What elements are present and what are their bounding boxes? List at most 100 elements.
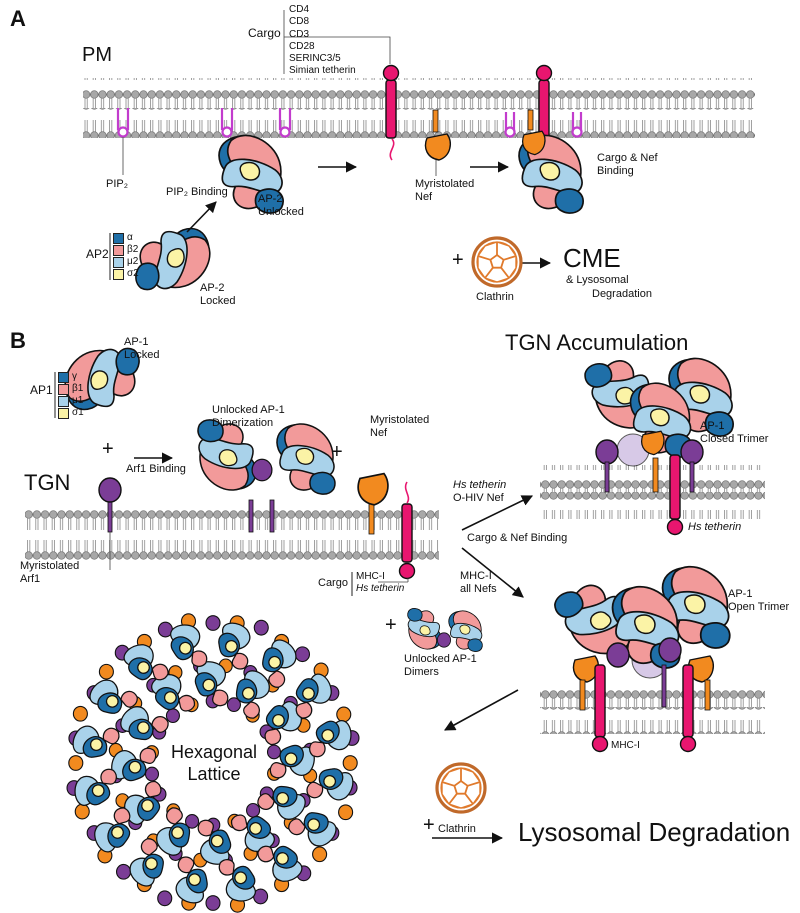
clathrin-b-label: Clathrin bbox=[438, 823, 476, 835]
cargo-nef-binding-a-line2: Binding bbox=[597, 165, 634, 177]
lattice-unit bbox=[257, 845, 303, 882]
lattice-arf1 bbox=[144, 766, 160, 782]
arrow-a1 bbox=[186, 201, 217, 233]
unlocked-dimers-line1: Unlocked AP-1 bbox=[404, 653, 477, 665]
ap2-locked-complex bbox=[135, 227, 211, 291]
tgn-membrane-open bbox=[540, 680, 765, 734]
myr-nef-b-line1: Myristolated bbox=[370, 414, 430, 426]
legend-label: γ bbox=[72, 371, 77, 383]
legend-label: μ1 bbox=[72, 395, 84, 407]
tgn-label: TGN bbox=[24, 470, 71, 495]
lysosomal-a: & Lysosomal bbox=[566, 274, 629, 286]
unlocked-dimerization-line1: Unlocked AP-1 bbox=[212, 404, 285, 416]
plus-b1: + bbox=[102, 438, 114, 460]
myr-arf1-line1: Myristolated bbox=[20, 560, 80, 572]
pip2-label: PIP₂ bbox=[106, 178, 128, 190]
lattice-unit bbox=[262, 639, 297, 688]
ap2-unlocked-line2: Unlocked bbox=[258, 206, 304, 218]
lattice-nef bbox=[72, 705, 88, 722]
lattice-unit bbox=[269, 744, 315, 779]
ap1-locked-line1: AP-1 bbox=[124, 336, 149, 348]
lattice-nef bbox=[338, 804, 354, 821]
lattice-unit bbox=[123, 644, 169, 681]
myr-nef-a-line2: Nef bbox=[415, 191, 433, 203]
alpha-swatch bbox=[113, 232, 124, 244]
nef-a-bound bbox=[522, 109, 546, 156]
plus-b4: + bbox=[423, 814, 435, 836]
unlocked-dimerization-line2: Dimerization bbox=[212, 417, 274, 429]
lattice-nef bbox=[98, 663, 114, 680]
panel-a-label: A bbox=[10, 6, 26, 31]
lattice-unit bbox=[218, 622, 251, 670]
ap1-legend: γ β1 μ1 σ1 bbox=[58, 371, 84, 419]
lattice-unit bbox=[72, 725, 120, 758]
plus-b3: + bbox=[385, 614, 397, 636]
myr-arf1-line2: Arf1 bbox=[20, 573, 41, 585]
pm-label: PM bbox=[82, 44, 112, 66]
pip2-binding-label: PIP₂ Binding bbox=[166, 186, 228, 198]
lattice-arf1 bbox=[205, 895, 221, 911]
cargo-protein-b bbox=[398, 481, 416, 580]
lattice-arf1 bbox=[253, 619, 269, 636]
legend-label: σ1 bbox=[72, 407, 84, 419]
cargo-item: CD4 bbox=[289, 4, 310, 15]
degradation-a: Degradation bbox=[592, 288, 652, 300]
unlocked-dimers-line2: Dimers bbox=[404, 666, 439, 678]
lattice-unit bbox=[197, 819, 232, 865]
pm-membrane bbox=[83, 78, 755, 138]
lattice-nef bbox=[68, 755, 84, 771]
pip2-molecules bbox=[116, 108, 583, 138]
sigma2-swatch bbox=[113, 268, 124, 280]
beta1-swatch bbox=[58, 383, 69, 395]
ap2-legend: α β2 μ2 σ2 bbox=[113, 232, 139, 280]
hexagonal-lattice bbox=[66, 613, 360, 913]
legend-label: α bbox=[127, 232, 133, 244]
lattice-label: Lattice bbox=[187, 764, 241, 784]
ap1-legend-title: AP1 bbox=[30, 383, 53, 397]
cme-label: CME bbox=[563, 243, 621, 273]
hs-tetherin-label: Hs tetherin bbox=[688, 521, 742, 533]
lattice-unit bbox=[175, 856, 208, 904]
open-trimer-complex bbox=[549, 565, 731, 753]
mhc-all-nefs-line1: MHC-I bbox=[460, 570, 492, 582]
closed-trimer-line2: Closed Trimer bbox=[700, 433, 769, 445]
cargo-title-a: Cargo bbox=[248, 26, 281, 40]
clathrin-a-icon bbox=[471, 236, 523, 288]
lattice-unit bbox=[288, 812, 337, 847]
ap1-locked-line2: Locked bbox=[124, 349, 160, 361]
lattice-arf1 bbox=[157, 890, 173, 907]
lattice-nef bbox=[312, 846, 328, 863]
lysosomal-degradation-title: Lysosomal Degradation bbox=[518, 817, 791, 847]
mu1-swatch bbox=[58, 395, 69, 407]
plus-b2: + bbox=[331, 441, 343, 463]
cargo-title-b: Cargo bbox=[318, 577, 348, 589]
hs-tetherin-line: Hs tetherin bbox=[453, 479, 507, 491]
unlocked-dimers-small bbox=[407, 608, 483, 652]
lattice-nef bbox=[74, 803, 90, 820]
clathrin-b-icon bbox=[435, 762, 487, 814]
lattice-arf1 bbox=[115, 863, 132, 880]
ap2-legend-title: AP2 bbox=[86, 247, 109, 261]
closed-trimer-complex bbox=[581, 347, 735, 536]
ap2-locked-line2: Locked bbox=[200, 295, 236, 307]
arf1-binding-label: Arf1 Binding bbox=[126, 463, 186, 475]
gamma-swatch bbox=[58, 371, 69, 383]
lattice-unit bbox=[129, 838, 164, 887]
cargo-item: CD3 bbox=[289, 28, 310, 40]
clathrin-a-label: Clathrin bbox=[476, 291, 514, 303]
cargo-list-a: CD4 CD8 CD3 CD28 SERINC3/5 Simian tether… bbox=[289, 4, 356, 78]
cargo-protein-a1 bbox=[382, 64, 400, 161]
lattice-unit bbox=[194, 661, 229, 707]
panel-b-label: B bbox=[10, 328, 26, 353]
cargo-nef-binding-b: Cargo & Nef Binding bbox=[467, 532, 568, 544]
cargo-protein-a2 bbox=[535, 64, 553, 139]
legend-label: μ2 bbox=[127, 256, 139, 268]
myr-nef-b-line2: Nef bbox=[370, 427, 388, 439]
arrow-b2 bbox=[461, 495, 534, 531]
plus-a: + bbox=[452, 249, 464, 271]
lattice-nef bbox=[336, 706, 352, 723]
legend-label: β1 bbox=[72, 383, 84, 395]
lattice-arf1 bbox=[165, 708, 180, 724]
mhc-all-nefs-line2: all Nefs bbox=[460, 583, 497, 595]
